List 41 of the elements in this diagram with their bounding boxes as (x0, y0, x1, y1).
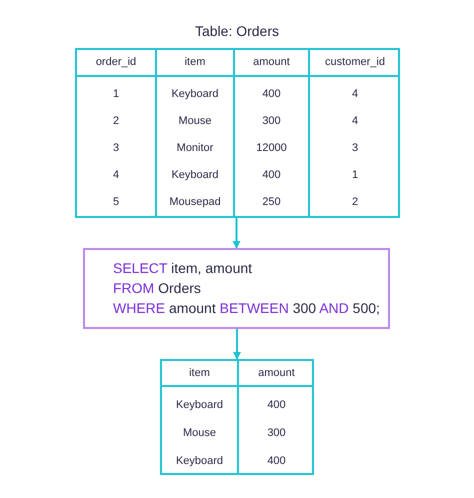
query-line: FROM Orders (113, 280, 202, 297)
table-value: Keyboard (171, 89, 219, 100)
table-value: 400 (262, 170, 281, 181)
table-value: 4 (352, 89, 358, 100)
column-header: customer_id (325, 57, 385, 68)
column-header: item (189, 368, 210, 378)
column-header: order_id (96, 57, 136, 68)
table-value: Mousepad (169, 197, 221, 208)
data-table (75, 48, 400, 218)
data-table (160, 359, 314, 475)
table-value: 4 (352, 116, 358, 127)
table-value: Monitor (176, 143, 214, 154)
table-value: 4 (112, 170, 120, 181)
table-value: 5 (112, 197, 120, 208)
table-value: 400 (267, 400, 286, 410)
table-value: Keyboard (176, 456, 224, 466)
query-box (83, 248, 390, 329)
table-value: 1 (112, 89, 120, 100)
diagram-title: Table: Orders (194, 22, 280, 41)
column-header: amount (258, 368, 295, 378)
table-value: 300 (267, 428, 286, 438)
table-value: 250 (262, 197, 281, 208)
column-header: amount (253, 57, 290, 68)
table-value: 3 (352, 143, 358, 154)
table-value: Keyboard (171, 170, 219, 181)
table-value: 12000 (256, 143, 287, 154)
table-value: 3 (112, 143, 120, 154)
table-value: 400 (267, 456, 286, 466)
arrow (233, 329, 241, 360)
query-line: WHERE amount BETWEEN 300 AND 500; (113, 300, 381, 317)
table-value: 2 (352, 197, 358, 208)
table-value: 1 (352, 170, 358, 181)
arrow (232, 218, 240, 249)
table-value: 300 (262, 116, 281, 127)
query-line: SELECT item, amount (113, 260, 254, 277)
column-header: item (184, 57, 206, 68)
table-value: 2 (112, 116, 120, 127)
table-value: Mouse (178, 116, 212, 127)
table-value: Keyboard (176, 400, 224, 410)
table-value: Mouse (182, 428, 216, 438)
table-value: 400 (262, 89, 281, 100)
